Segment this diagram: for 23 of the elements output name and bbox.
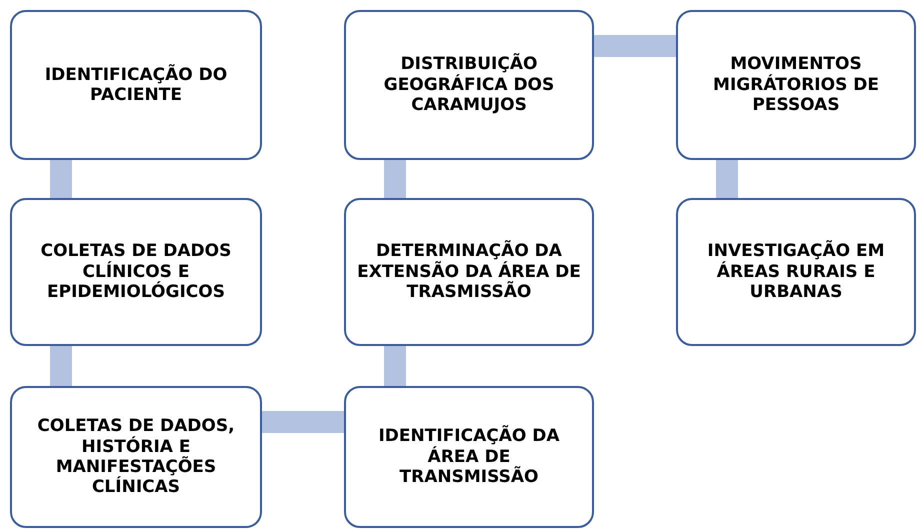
box-label: DISTRIBUIÇÃO GEOGRÁFICA DOS CARAMUJOS [382,54,556,116]
box-label: MOVIMENTOS MIGRÁTORIOS DE PESSOAS [712,54,880,116]
process-box [676,198,916,346]
box-label: INVESTIGAÇÃO EM ÁREAS RURAIS E URBANAS [706,241,886,303]
process-box [676,10,916,160]
process-box [344,198,594,346]
process-box [10,10,262,160]
process-box [10,198,262,346]
connector-bar [716,160,738,198]
connector-bar [50,346,72,386]
process-box [344,386,594,528]
connector-bar [384,346,406,386]
connector-bar [384,160,406,198]
box-label: DETERMINAÇÃO DA EXTENSÃO DA ÁREA DE TRASMISSÃO [356,241,582,303]
box-label: IDENTIFICAÇÃO DO PACIENTE [44,64,228,106]
box-label: IDENTIFICAÇÃO DA ÁREA DE TRANSMISSÃO [377,426,561,488]
connector-bar [262,411,344,433]
connector-bar [594,35,676,57]
process-box [344,10,594,160]
box-label: COLETAS DE DADOS CLÍNICOS E EPIDEMIOLÓGICOS [40,241,232,303]
box-label: COLETAS DE DADOS, HISTÓRIA E MANIFESTAÇÕES CLÍNICAS [36,416,236,498]
connector-bar [50,160,72,198]
process-box [10,386,262,528]
